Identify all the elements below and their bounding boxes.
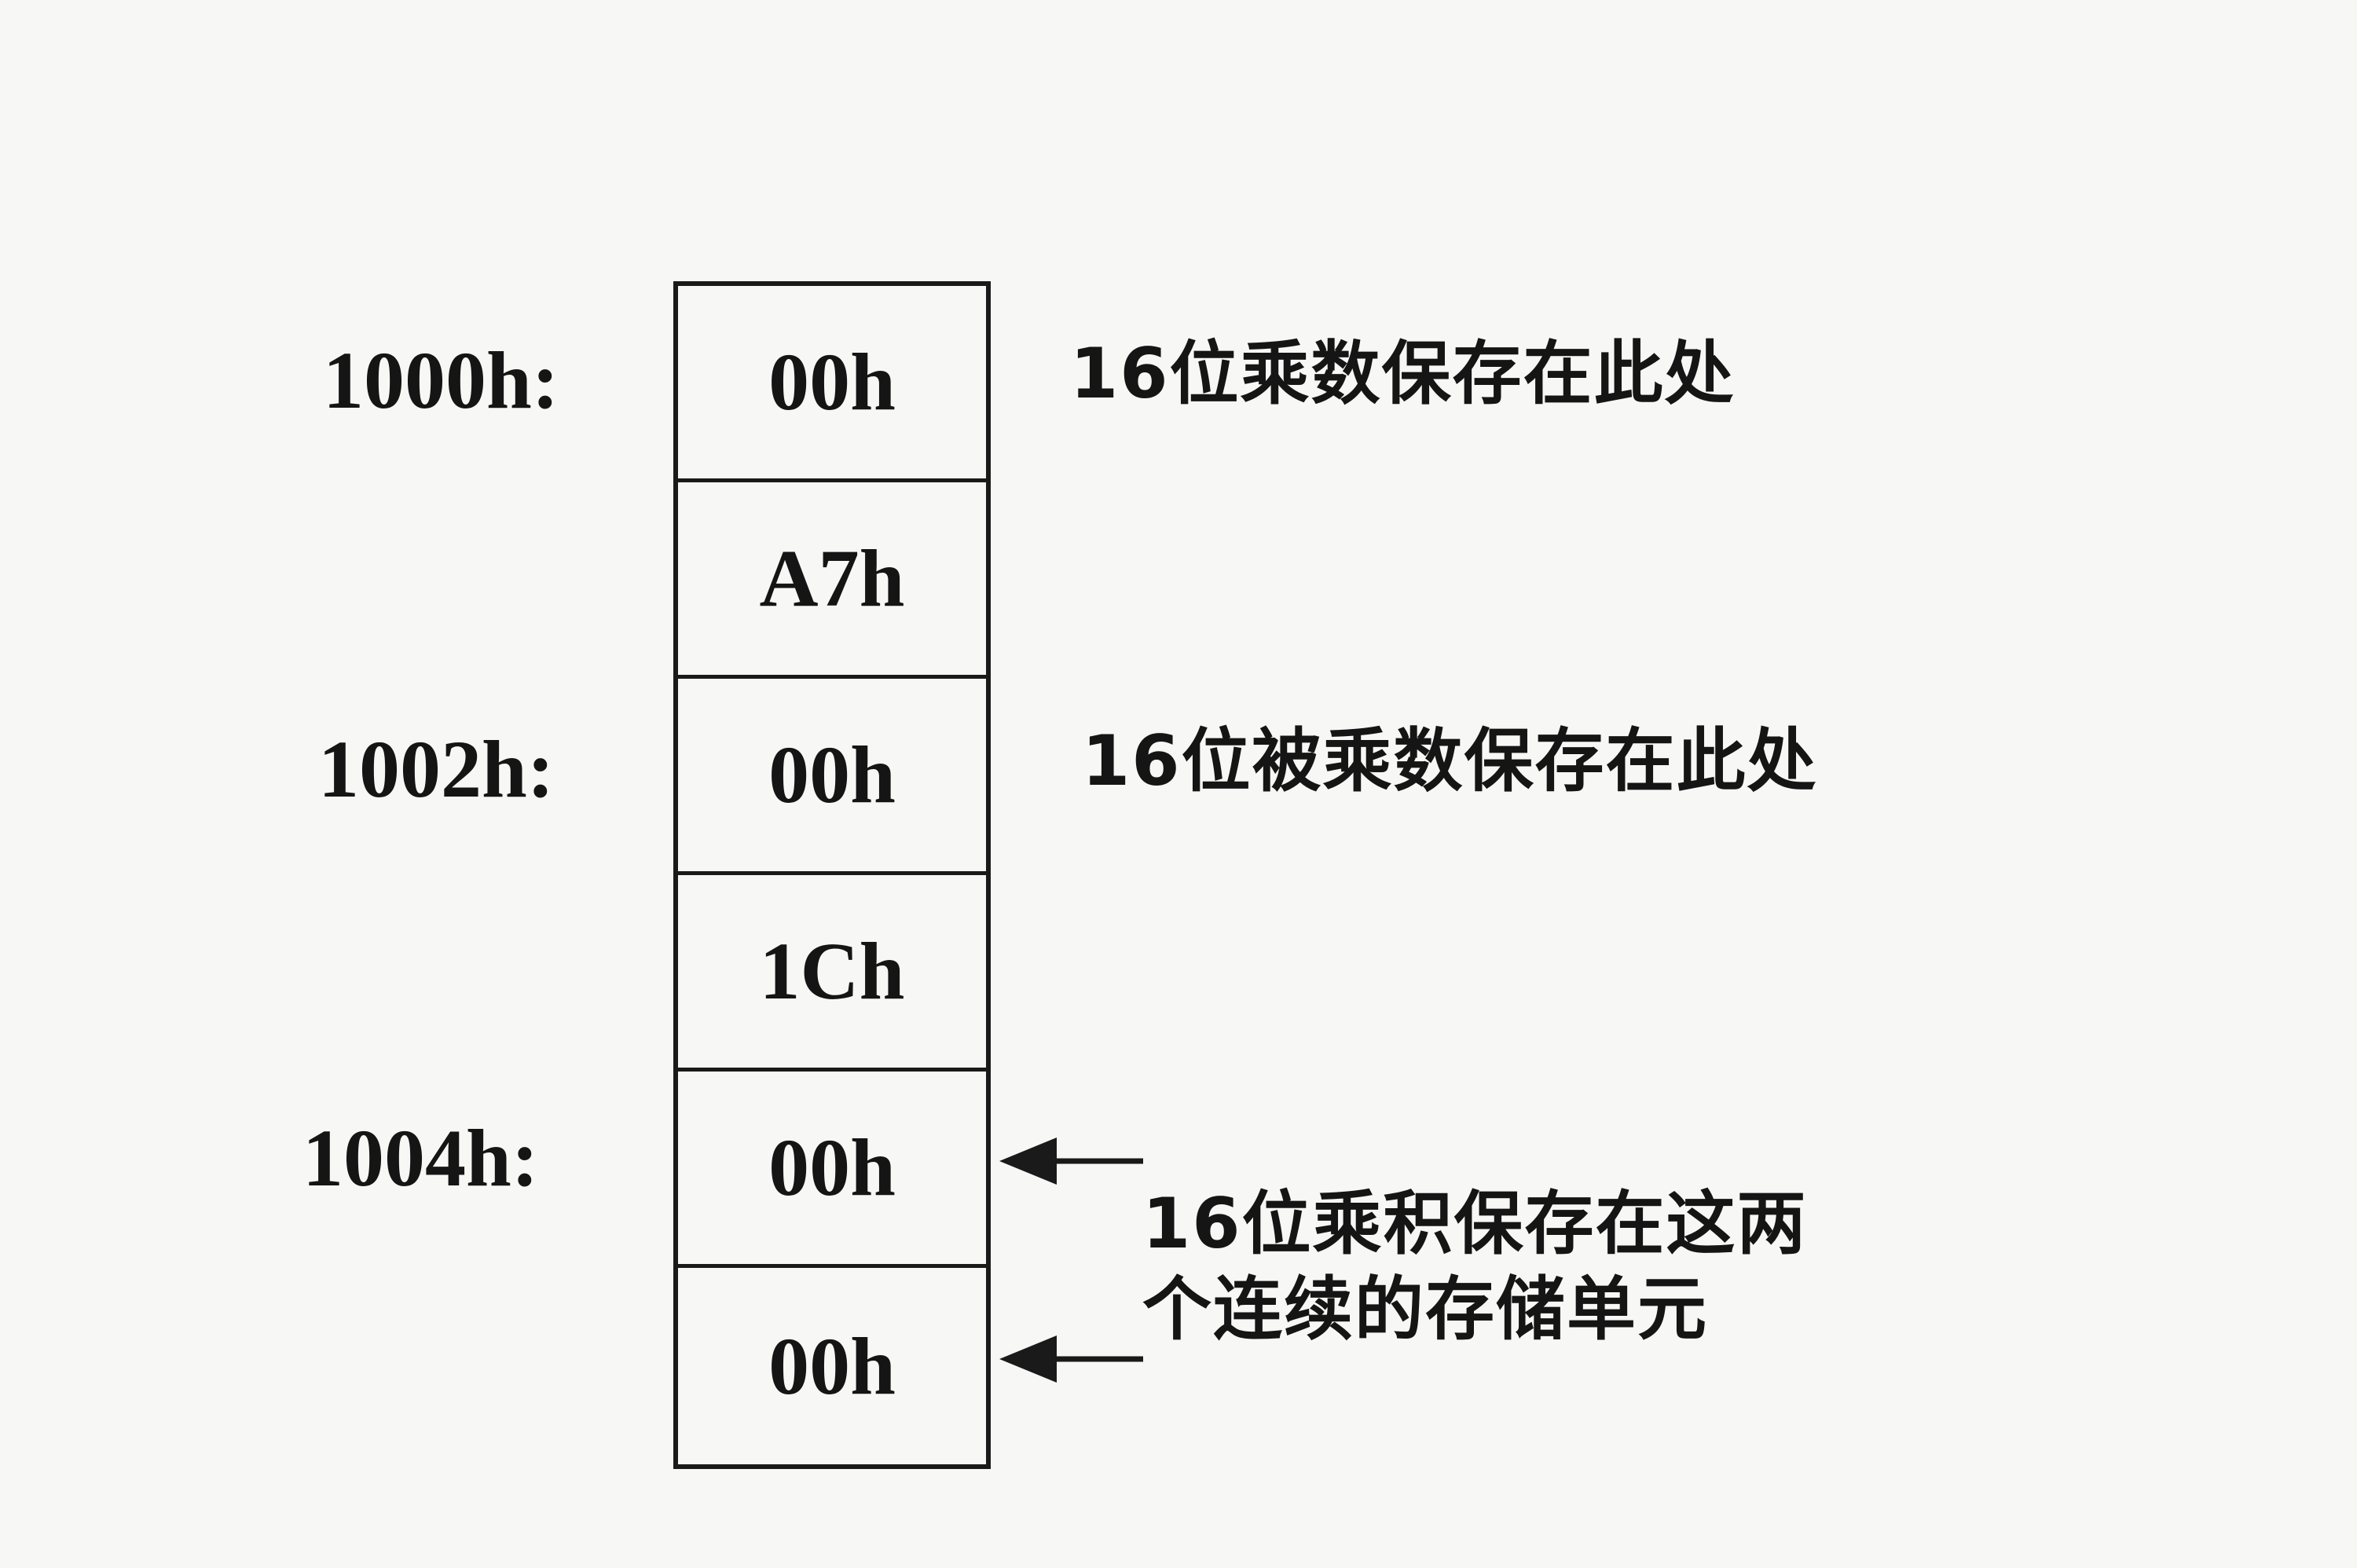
arrow-left-icon [999,1138,1143,1185]
multiplier-note: 16位乘数保存在此处 [1070,333,1736,414]
memory-cell-1004h: 00h [678,1072,986,1268]
memory-cell-1003h: 1Ch [678,875,986,1072]
memory-cell-1001h: A7h [678,482,986,679]
address-1000h: 1000h: [323,335,559,426]
address-1004h: 1004h: [302,1113,539,1203]
memory-cell-1002h: 00h [678,679,986,875]
memory-cell-1005h: 00h [768,1321,896,1412]
multiplicand-note: 16位被乘数保存在此处 [1082,720,1818,801]
product-note-line1: 16位乘积保存在这两 [1142,1183,1808,1264]
arrow-left-icon [999,1335,1143,1383]
memory-cell-1000h: 00h [678,286,986,482]
address-1002h: 1002h: [318,724,555,815]
memory-block: 00h A7h 00h 1Ch 00h 00h [673,281,991,1469]
product-note-line2: 个连续的存储单元 [1142,1269,1709,1350]
